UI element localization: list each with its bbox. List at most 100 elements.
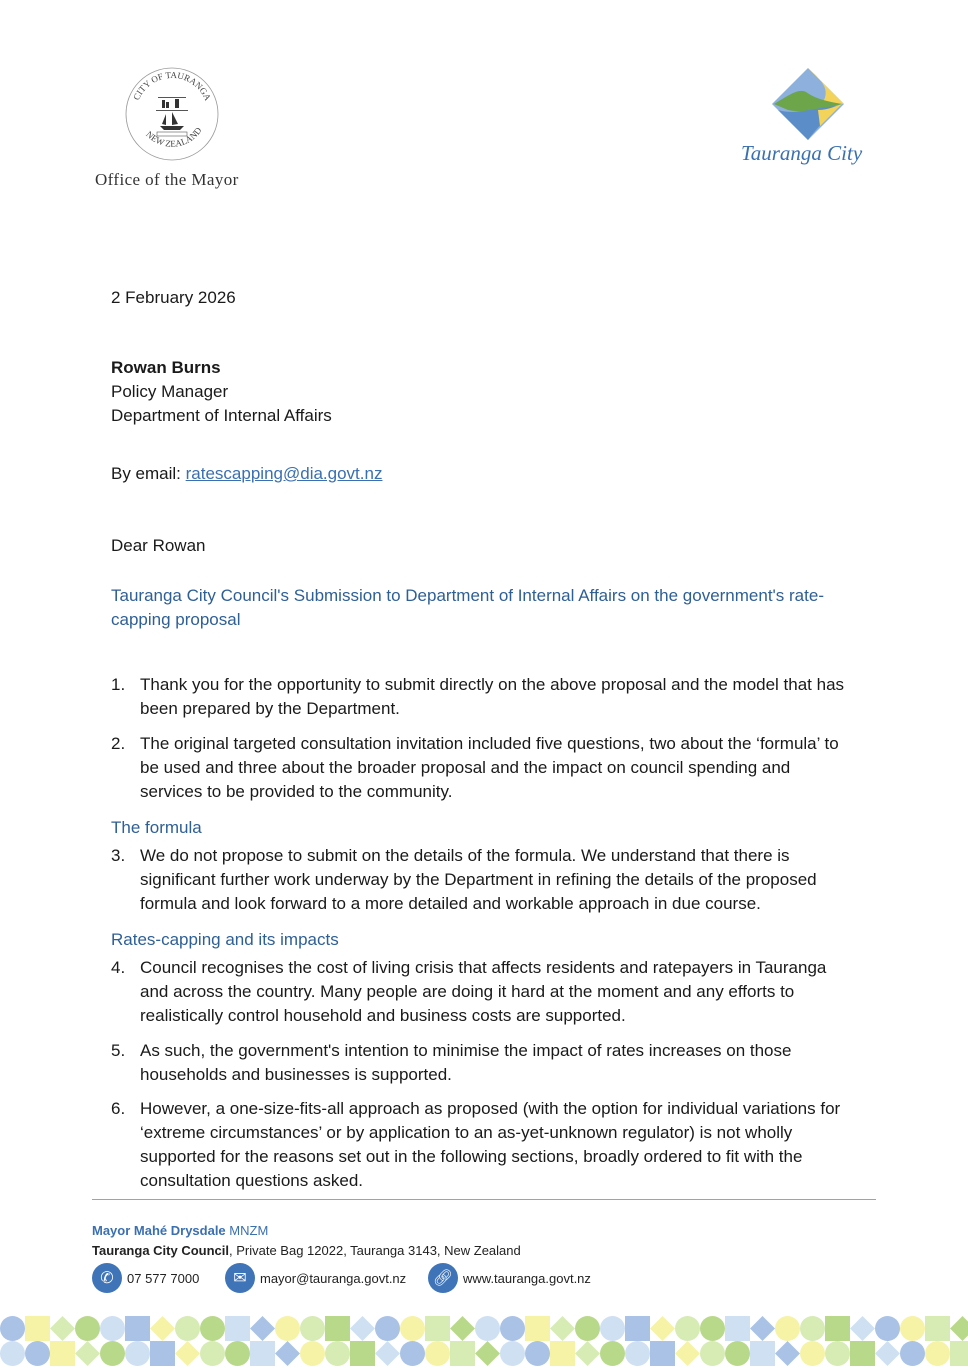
pattern-shape: [625, 1316, 650, 1341]
paragraph-number: 1.: [111, 675, 126, 694]
mail-icon: ✉: [225, 1263, 255, 1293]
pattern-shape: [675, 1316, 700, 1341]
footer-mayor: Mayor Mahé Drysdale MNZM: [92, 1223, 268, 1238]
tauranga-city-logo: [772, 68, 844, 140]
section-heading-formula: The formula: [111, 818, 202, 837]
numbered-paragraph: 3.We do not propose to submit on the det…: [111, 844, 846, 916]
pattern-shape: [225, 1341, 250, 1366]
paragraph-text: Council recognises the cost of living cr…: [140, 958, 827, 1025]
pattern-shape: [175, 1341, 200, 1366]
pattern-shape: [900, 1316, 925, 1341]
pattern-shape: [775, 1316, 800, 1341]
pattern-shape: [675, 1341, 700, 1366]
pattern-shape: [250, 1341, 275, 1366]
footer-website: 🔗︎ www.tauranga.govt.nz: [428, 1263, 591, 1293]
numbered-paragraph: 4.Council recognises the cost of living …: [111, 956, 846, 1028]
pattern-shape: [575, 1341, 600, 1366]
pattern-shape: [875, 1341, 900, 1366]
numbered-paragraph: 5. As such, the government's intention to…: [111, 1039, 846, 1087]
paragraph-text: We do not propose to submit on the detai…: [140, 846, 817, 913]
pattern-shape: [200, 1341, 225, 1366]
by-email-label: By email:: [111, 464, 186, 483]
footer-address: Tauranga City Council, Private Bag 12022…: [92, 1243, 521, 1258]
recipient-block: Rowan Burns Policy Manager Department of…: [111, 356, 332, 428]
pattern-shape: [800, 1316, 825, 1341]
by-email-line: By email: ratescapping@dia.govt.nz: [111, 462, 382, 486]
tauranga-city-wordmark: Tauranga City: [741, 141, 863, 165]
paragraph-text: The original targeted consultation invit…: [140, 734, 839, 801]
section-heading-impacts: Rates-capping and its impacts: [111, 930, 339, 949]
pattern-shape: [100, 1316, 125, 1341]
pattern-shape: [375, 1341, 400, 1366]
subject-heading: Tauranga City Council's Submission to De…: [111, 586, 824, 629]
pattern-shape: [50, 1341, 75, 1366]
pattern-shape: [450, 1341, 475, 1366]
pattern-shape: [350, 1341, 375, 1366]
postal-address: , Private Bag 12022, Tauranga 3143, New …: [229, 1243, 521, 1258]
mayor-email-link[interactable]: mayor@tauranga.govt.nz: [260, 1270, 407, 1286]
recipient-email-link[interactable]: ratescapping@dia.govt.nz: [185, 464, 383, 483]
numbered-paragraph: 6.However, a one-size-fits-all approach …: [111, 1097, 846, 1193]
pattern-shape: [400, 1316, 425, 1341]
pattern-shape: [775, 1341, 800, 1366]
link-icon: 🔗︎: [428, 1263, 458, 1293]
pattern-shape: [700, 1316, 725, 1341]
paragraph-text: As such, the government's intention to m…: [140, 1041, 792, 1084]
paragraph-number: 5.: [111, 1041, 126, 1060]
pattern-shape: [625, 1341, 650, 1366]
pattern-shape: [25, 1341, 50, 1366]
pattern-shape: [725, 1341, 750, 1366]
salutation: Dear Rowan: [111, 536, 206, 555]
paragraph-text: Thank you for the opportunity to submit …: [140, 675, 845, 718]
numbered-paragraph: 2. The original targeted consultation inv…: [111, 732, 846, 804]
pattern-shape: [750, 1316, 775, 1341]
website-link[interactable]: www.tauranga.govt.nz: [463, 1270, 591, 1286]
mayor-honour: MNZM: [225, 1223, 269, 1238]
pattern-shape: [925, 1341, 950, 1366]
pattern-shape: [750, 1341, 775, 1366]
pattern-shape: [650, 1341, 675, 1366]
pattern-shape: [700, 1341, 725, 1366]
pattern-shape: [225, 1316, 250, 1341]
pattern-shape: [450, 1316, 475, 1341]
pattern-shape: [550, 1341, 575, 1366]
pattern-shape: [850, 1341, 875, 1366]
pattern-shape: [100, 1341, 125, 1366]
recipient-organisation: Department of Internal Affairs: [111, 406, 332, 425]
numbered-paragraph: 1. Thank you for the opportunity to submi…: [111, 673, 846, 721]
pattern-shape: [525, 1316, 550, 1341]
pattern-shape: [600, 1316, 625, 1341]
pattern-shape: [550, 1316, 575, 1341]
pattern-shape: [875, 1316, 900, 1341]
council-name: Tauranga City Council: [92, 1243, 229, 1258]
decorative-pattern-strip: [0, 1316, 968, 1366]
pattern-shape: [275, 1316, 300, 1341]
city-seal-logo: CITY OF TAURANGA NEW ZEALAND: [125, 67, 219, 161]
pattern-shape: [850, 1316, 875, 1341]
pattern-shape: [950, 1341, 968, 1366]
pattern-shape: [925, 1316, 950, 1341]
pattern-shape: [800, 1341, 825, 1366]
pattern-shape: [500, 1316, 525, 1341]
pattern-shape: [250, 1316, 275, 1341]
pattern-shape: [475, 1316, 500, 1341]
footer-divider: [92, 1199, 876, 1200]
pattern-shape: [125, 1341, 150, 1366]
pattern-shape: [900, 1341, 925, 1366]
pattern-shape: [75, 1316, 100, 1341]
pattern-shape: [400, 1341, 425, 1366]
pattern-shape: [150, 1341, 175, 1366]
pattern-shape: [0, 1316, 25, 1341]
phone-number: 07 577 7000: [127, 1270, 200, 1286]
pattern-shape: [325, 1316, 350, 1341]
pattern-shape: [275, 1341, 300, 1366]
pattern-shape: [175, 1316, 200, 1341]
recipient-title: Policy Manager: [111, 382, 229, 401]
pattern-shape: [825, 1341, 850, 1366]
pattern-shape: [25, 1316, 50, 1341]
pattern-shape: [600, 1341, 625, 1366]
pattern-shape: [475, 1341, 500, 1366]
pattern-shape: [150, 1316, 175, 1341]
paragraph-number: 2.: [111, 734, 126, 753]
pattern-shape: [325, 1341, 350, 1366]
